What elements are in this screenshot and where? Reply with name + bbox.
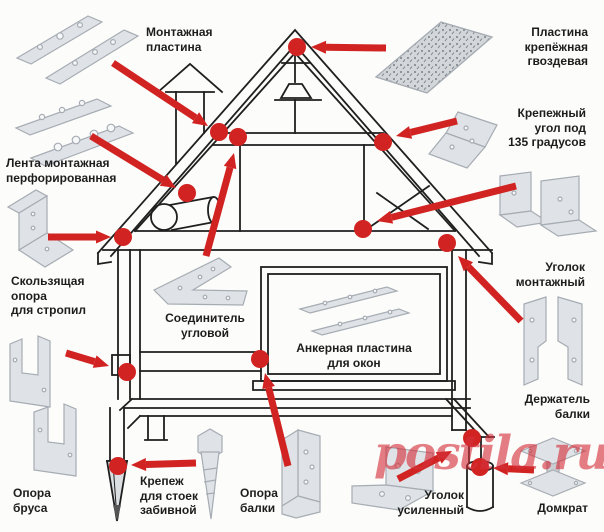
arrowhead-krepezhny_ugol_135 (396, 126, 413, 139)
image-ugolok-montazhny (498, 171, 598, 237)
image-ankernaya-plastina (298, 286, 411, 336)
dot-krepezh_stoek (109, 457, 127, 475)
label-opora-brusa: Опора бруса (13, 486, 51, 515)
image-derzhatel-balki (523, 296, 583, 386)
image-domkrat (519, 437, 587, 497)
arrow-domkrat (507, 465, 535, 474)
arrowhead-domkrat (493, 462, 509, 476)
window-frame (252, 266, 456, 391)
image-plastina-gvozdevaya (374, 21, 494, 94)
label-opora-balki: Опора балки (240, 486, 278, 515)
dot-ugolok_montazhny (354, 220, 372, 238)
label-krepezh-stoek: Крепеж для стоек забивной (140, 474, 198, 518)
label-domkrat: Домкрат (537, 501, 588, 515)
label-montazhnaya-plastina: Монтажная пластина (146, 25, 213, 54)
dot-montazhnaya_plastina (210, 123, 228, 141)
attic-floor (102, 230, 493, 251)
image-ugolok-usilenny (351, 446, 435, 511)
arrow-ugolok_usilenny (396, 454, 441, 483)
arrow-krepezh_stoek (145, 459, 197, 469)
arrowhead-opora_balki (262, 373, 275, 390)
dot-lenta_montazhnaya (178, 184, 196, 202)
arrowhead-opora_brusa (92, 355, 109, 368)
dot-opora_brusa (118, 363, 136, 381)
hardware-images (6, 15, 598, 520)
arrow-plastina_gvozdevaya (325, 43, 387, 52)
arrowhead-soedinitel_uglovoy (223, 153, 237, 170)
arrowhead-plastina_gvozdevaya (311, 40, 327, 54)
label-ugolok-montazhny: Уголок монтажный (515, 260, 585, 289)
arrow-lenta_montazhnaya (89, 133, 166, 184)
dot-ugolok_usilenny (463, 429, 481, 447)
dot-skolzyashchaya_opora (114, 228, 132, 246)
dot-opora_balki (251, 350, 269, 368)
label-derzhatel-balki: Держатель балки (524, 392, 590, 421)
arrowhead-skolzyashchaya_opora (96, 230, 111, 244)
arrowhead-ugolok_montazhny (377, 211, 394, 224)
label-lenta-montazhnaya: Лента монтажная перфорированная (6, 156, 117, 185)
image-opora-brusa (9, 335, 77, 477)
label-plastina-gvozdevaya: Пластина крепёжная гвоздевая (524, 25, 588, 69)
arrow-soedinitel_uglovoy (202, 166, 234, 257)
arrow-ugolok_montazhny (390, 182, 517, 221)
arrow-opora_balki (265, 386, 292, 467)
arrow-montazhnaya_plastina (111, 60, 198, 121)
arrowhead-krepezh_stoek (131, 458, 147, 472)
arrow-opora_brusa (64, 349, 96, 366)
dot-derzhatel_balki (438, 234, 456, 252)
arrowhead-derzhatel_balki (458, 256, 474, 272)
pier (144, 415, 168, 441)
dot-soedinitel_uglovoy (229, 128, 247, 146)
dot-domkrat (471, 458, 489, 476)
image-skolzyashchaya-opora (6, 189, 75, 268)
label-krepezhny-ugol-135: Крепежный угол под 135 градусов (508, 106, 586, 150)
label-skolzyashchaya-opora: Скользящая опора для стропил (11, 274, 87, 318)
arrowhead-ugolok_usilenny (435, 451, 452, 464)
label-ugolok-usilenny: Уголок усиленный (397, 488, 464, 517)
dot-plastina_gvozdevaya (288, 38, 306, 56)
label-ankernaya-plastina: Анкерная пластина для окон (296, 341, 412, 370)
arrowhead-lenta_montazhnaya (159, 174, 176, 188)
image-soedinitel-uglovoy (152, 257, 248, 306)
arrowhead-montazhnaya_plastina (191, 112, 208, 126)
arrow-derzhatel_balki (465, 264, 524, 324)
image-krepezh-stoek (196, 428, 224, 520)
arrow-krepezhny_ugol_135 (409, 117, 458, 136)
jack-post (465, 436, 495, 512)
image-lenta-montazhnaya (14, 98, 135, 167)
label-soedinitel-uglovoy: Соединитель угловой (165, 311, 245, 340)
image-montazhnaya-plastina (15, 15, 140, 85)
dot-krepezhny_ugol_135 (374, 133, 392, 151)
